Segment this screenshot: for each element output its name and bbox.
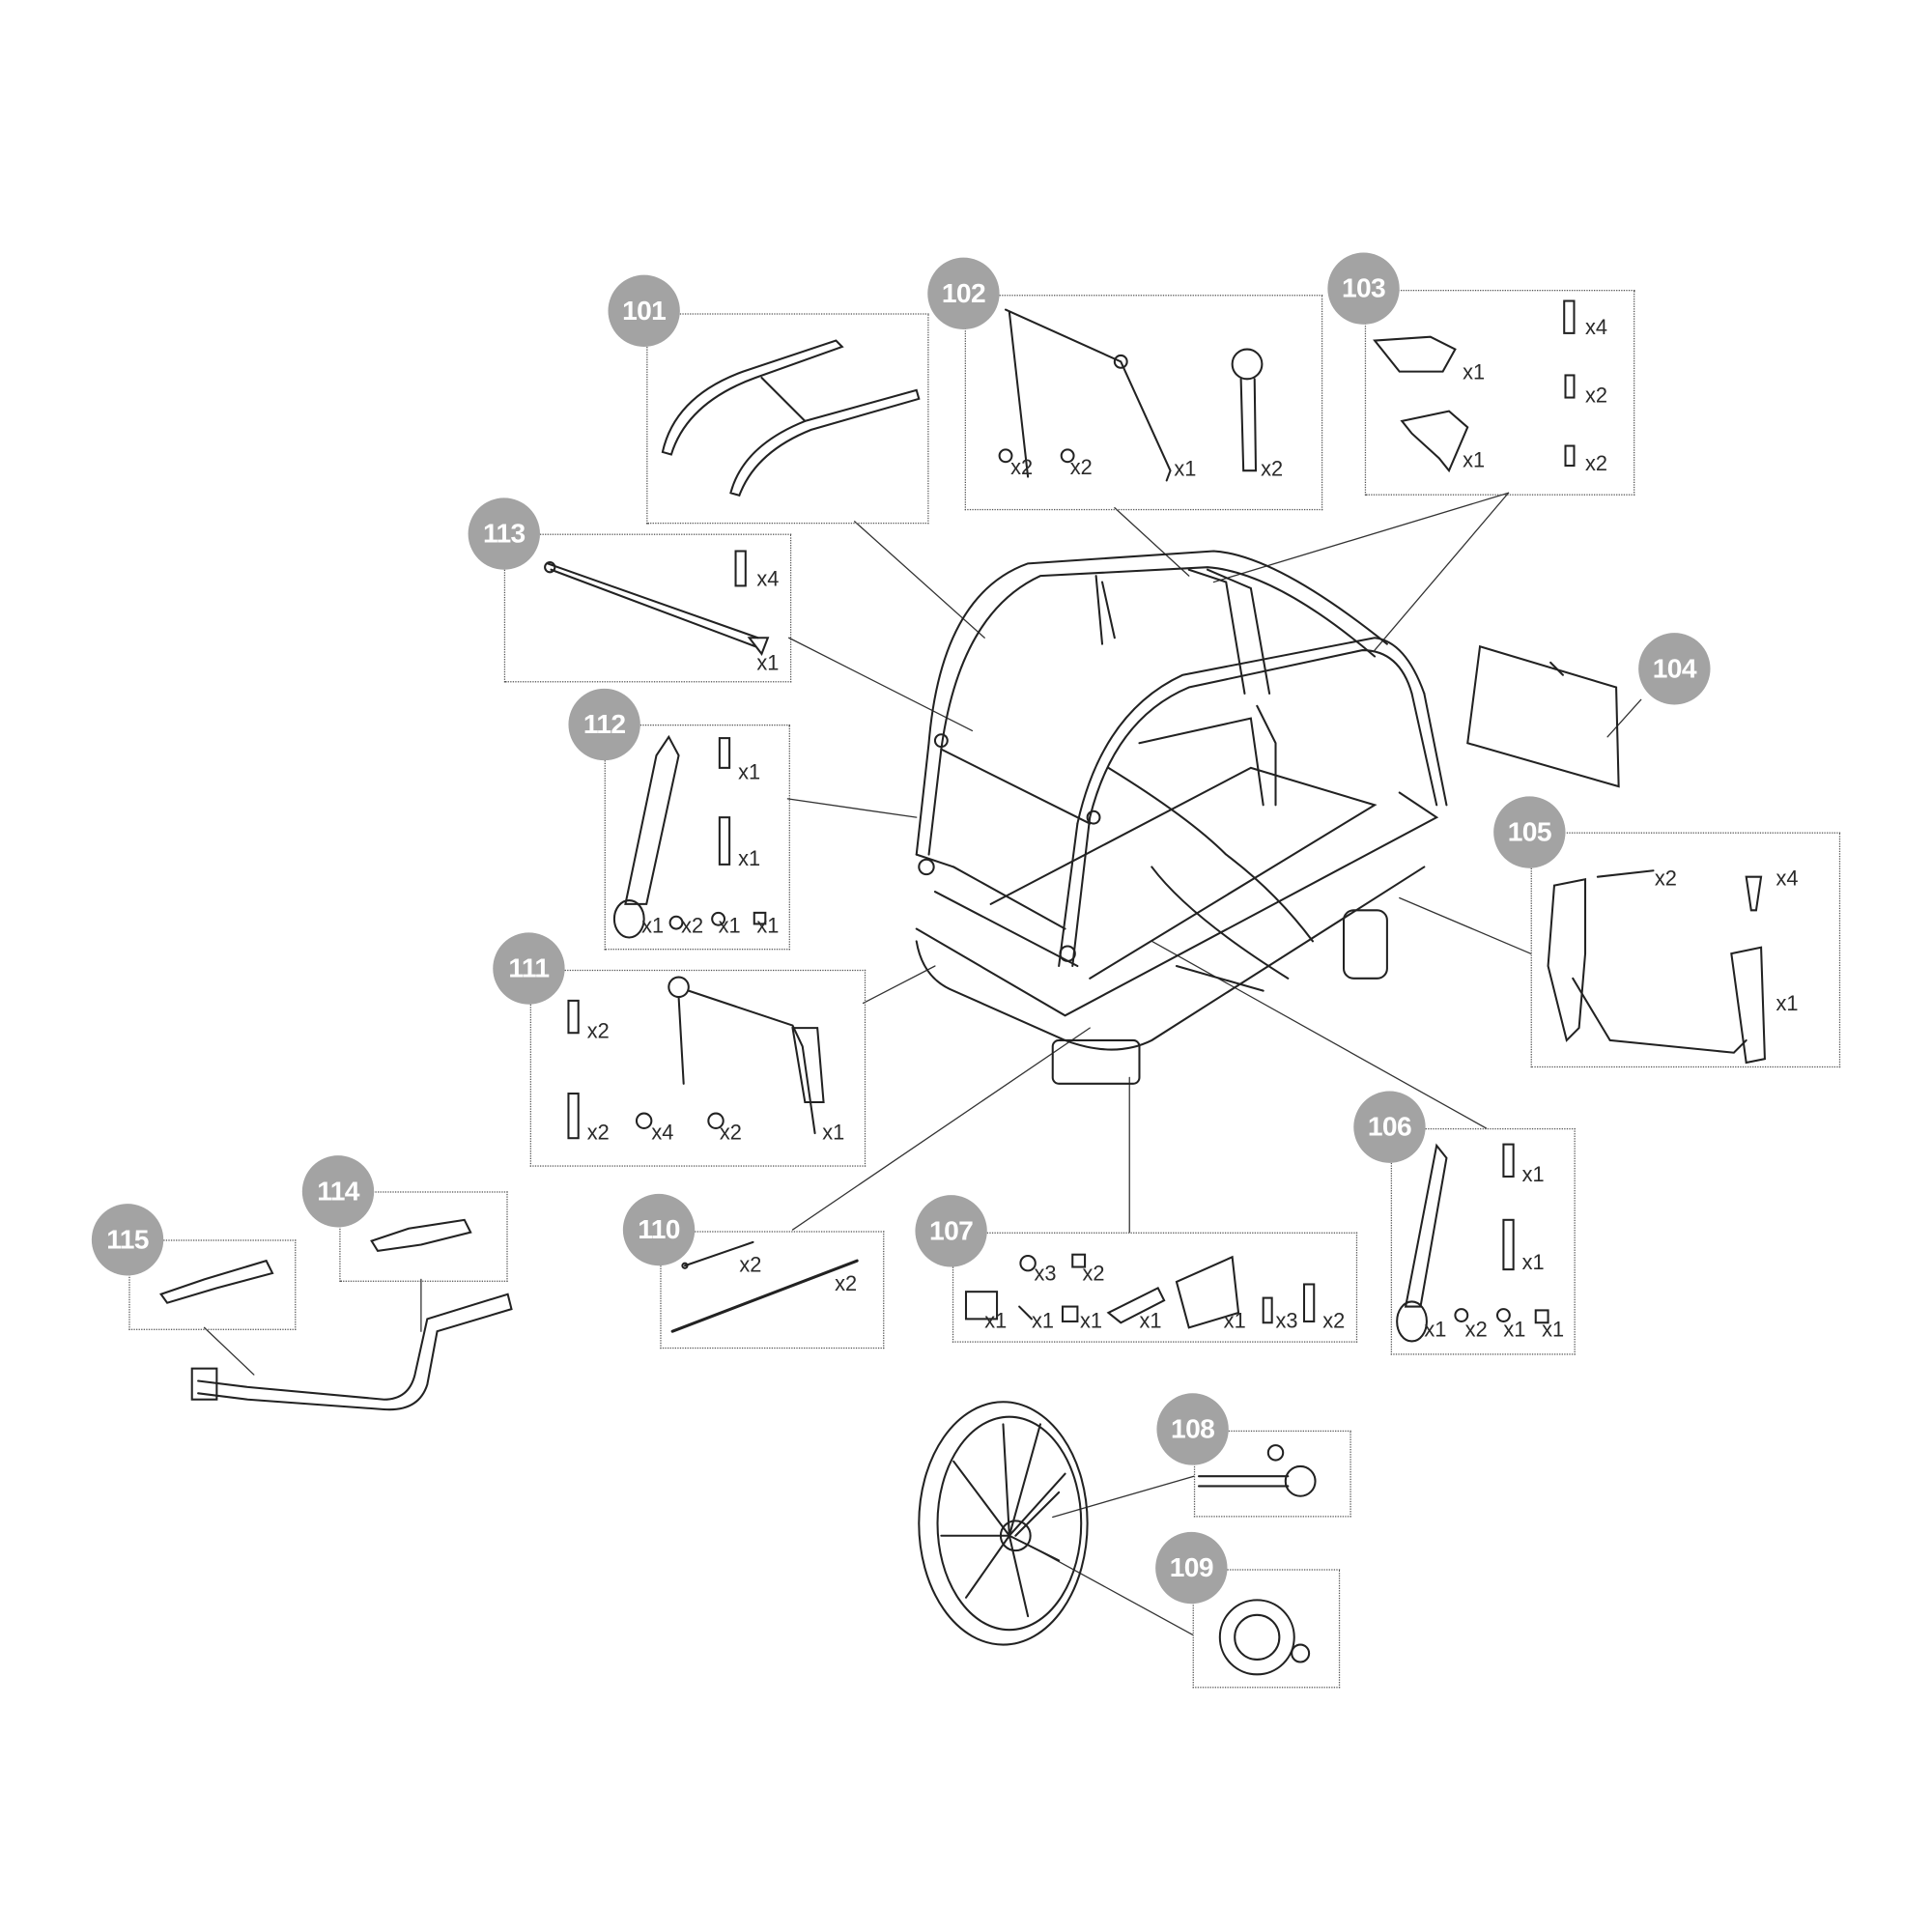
part-badge-113: 113 (468, 497, 540, 570)
callout-box-111 (529, 969, 867, 1167)
part-badge-103: 103 (1327, 252, 1400, 325)
qty-label: x2 (835, 1271, 858, 1296)
qty-label: x1 (641, 914, 665, 938)
callout-box-103 (1364, 289, 1635, 496)
part-badge-115: 115 (91, 1204, 164, 1276)
qty-label: x1 (822, 1121, 845, 1145)
part-badge-106: 106 (1353, 1091, 1426, 1163)
part-113-cross-bar (544, 550, 770, 656)
qty-label: x1 (1079, 1309, 1102, 1333)
callout-box-115 (128, 1239, 297, 1330)
part-badge-107: 107 (915, 1195, 987, 1267)
qty-label: x2 (586, 1121, 610, 1145)
qty-label: x3 (1275, 1309, 1298, 1333)
part-badge-110: 110 (622, 1193, 696, 1266)
qty-label: x2 (1585, 451, 1608, 476)
part-103-hinges (1373, 299, 1576, 473)
qty-label: x1 (1031, 1309, 1054, 1333)
part-badge-101: 101 (608, 274, 680, 347)
qty-label: x1 (1776, 991, 1799, 1016)
callout-box-107 (952, 1232, 1358, 1343)
part-110-rods (670, 1240, 859, 1333)
part-badge-102: 102 (927, 257, 1000, 330)
qty-label: x1 (984, 1309, 1008, 1333)
qty-label: x4 (1585, 315, 1608, 340)
part-111-handle-bar (567, 976, 825, 1140)
qty-label: x1 (738, 760, 761, 784)
part-112-arm (612, 734, 767, 939)
callout-box-102 (964, 295, 1323, 511)
qty-label: x1 (1223, 1309, 1246, 1333)
qty-label: x2 (1082, 1262, 1105, 1286)
qty-label: x2 (681, 914, 704, 938)
part-101-roof-rails (661, 339, 921, 497)
qty-label: x2 (1322, 1309, 1346, 1333)
part-badge-112: 112 (568, 688, 640, 761)
qty-label: x1 (1139, 1309, 1162, 1333)
part-115-strap (159, 1259, 274, 1304)
callout-box-110 (660, 1231, 885, 1350)
callout-box-113 (503, 533, 792, 683)
qty-label: x1 (1542, 1318, 1565, 1342)
part-105-axle-bracket (1547, 869, 1766, 1065)
callout-box-112 (604, 724, 790, 951)
part-badge-111: 111 (493, 932, 565, 1005)
qty-label: x2 (1654, 867, 1677, 891)
part-109-hub (1218, 1599, 1311, 1676)
qty-label: x2 (1069, 455, 1093, 480)
callout-box-105 (1530, 832, 1841, 1068)
callout-box-101 (646, 313, 929, 525)
qty-label: x2 (1585, 384, 1608, 408)
qty-label: x1 (1174, 457, 1197, 481)
part-107-hardware (964, 1253, 1316, 1329)
callout-box-109 (1192, 1569, 1341, 1689)
qty-label: x2 (1010, 455, 1034, 480)
part-106-arm (1396, 1143, 1549, 1343)
part-badge-109: 109 (1155, 1531, 1228, 1605)
qty-label: x4 (756, 567, 780, 591)
callout-box-114 (339, 1191, 508, 1282)
wheel (918, 1401, 1089, 1646)
part-114-strap (370, 1218, 472, 1252)
qty-label: x1 (1424, 1318, 1447, 1342)
part-badge-114: 114 (301, 1155, 375, 1228)
part-108-axle (1197, 1444, 1317, 1497)
callout-box-106 (1390, 1127, 1576, 1355)
qty-label: x2 (719, 1121, 742, 1145)
part-102-frame-bar (998, 308, 1264, 482)
qty-label: x1 (738, 846, 761, 871)
qty-label: x1 (1521, 1250, 1545, 1275)
qty-label: x1 (756, 914, 780, 938)
qty-label: x2 (739, 1253, 762, 1277)
qty-label: x4 (1776, 867, 1799, 891)
qty-label: x1 (1503, 1318, 1526, 1342)
qty-label: x2 (1261, 457, 1284, 481)
trailer-frame (915, 550, 1448, 1085)
callout-box-108 (1193, 1430, 1351, 1518)
part-badge-104: 104 (1638, 633, 1711, 705)
qty-label: x1 (718, 914, 741, 938)
drawbar (190, 1293, 513, 1411)
qty-label: x3 (1034, 1262, 1057, 1286)
qty-label: x1 (756, 651, 780, 675)
qty-label: x1 (1463, 448, 1486, 472)
leader-lines (203, 492, 1642, 1635)
part-badge-105: 105 (1493, 796, 1566, 868)
part-badge-108: 108 (1156, 1393, 1229, 1465)
qty-label: x2 (586, 1019, 610, 1043)
qty-label: x1 (1521, 1162, 1545, 1187)
qty-label: x4 (651, 1121, 674, 1145)
part-104-panel (1466, 644, 1620, 788)
qty-label: x1 (1463, 360, 1486, 384)
qty-label: x2 (1464, 1318, 1488, 1342)
